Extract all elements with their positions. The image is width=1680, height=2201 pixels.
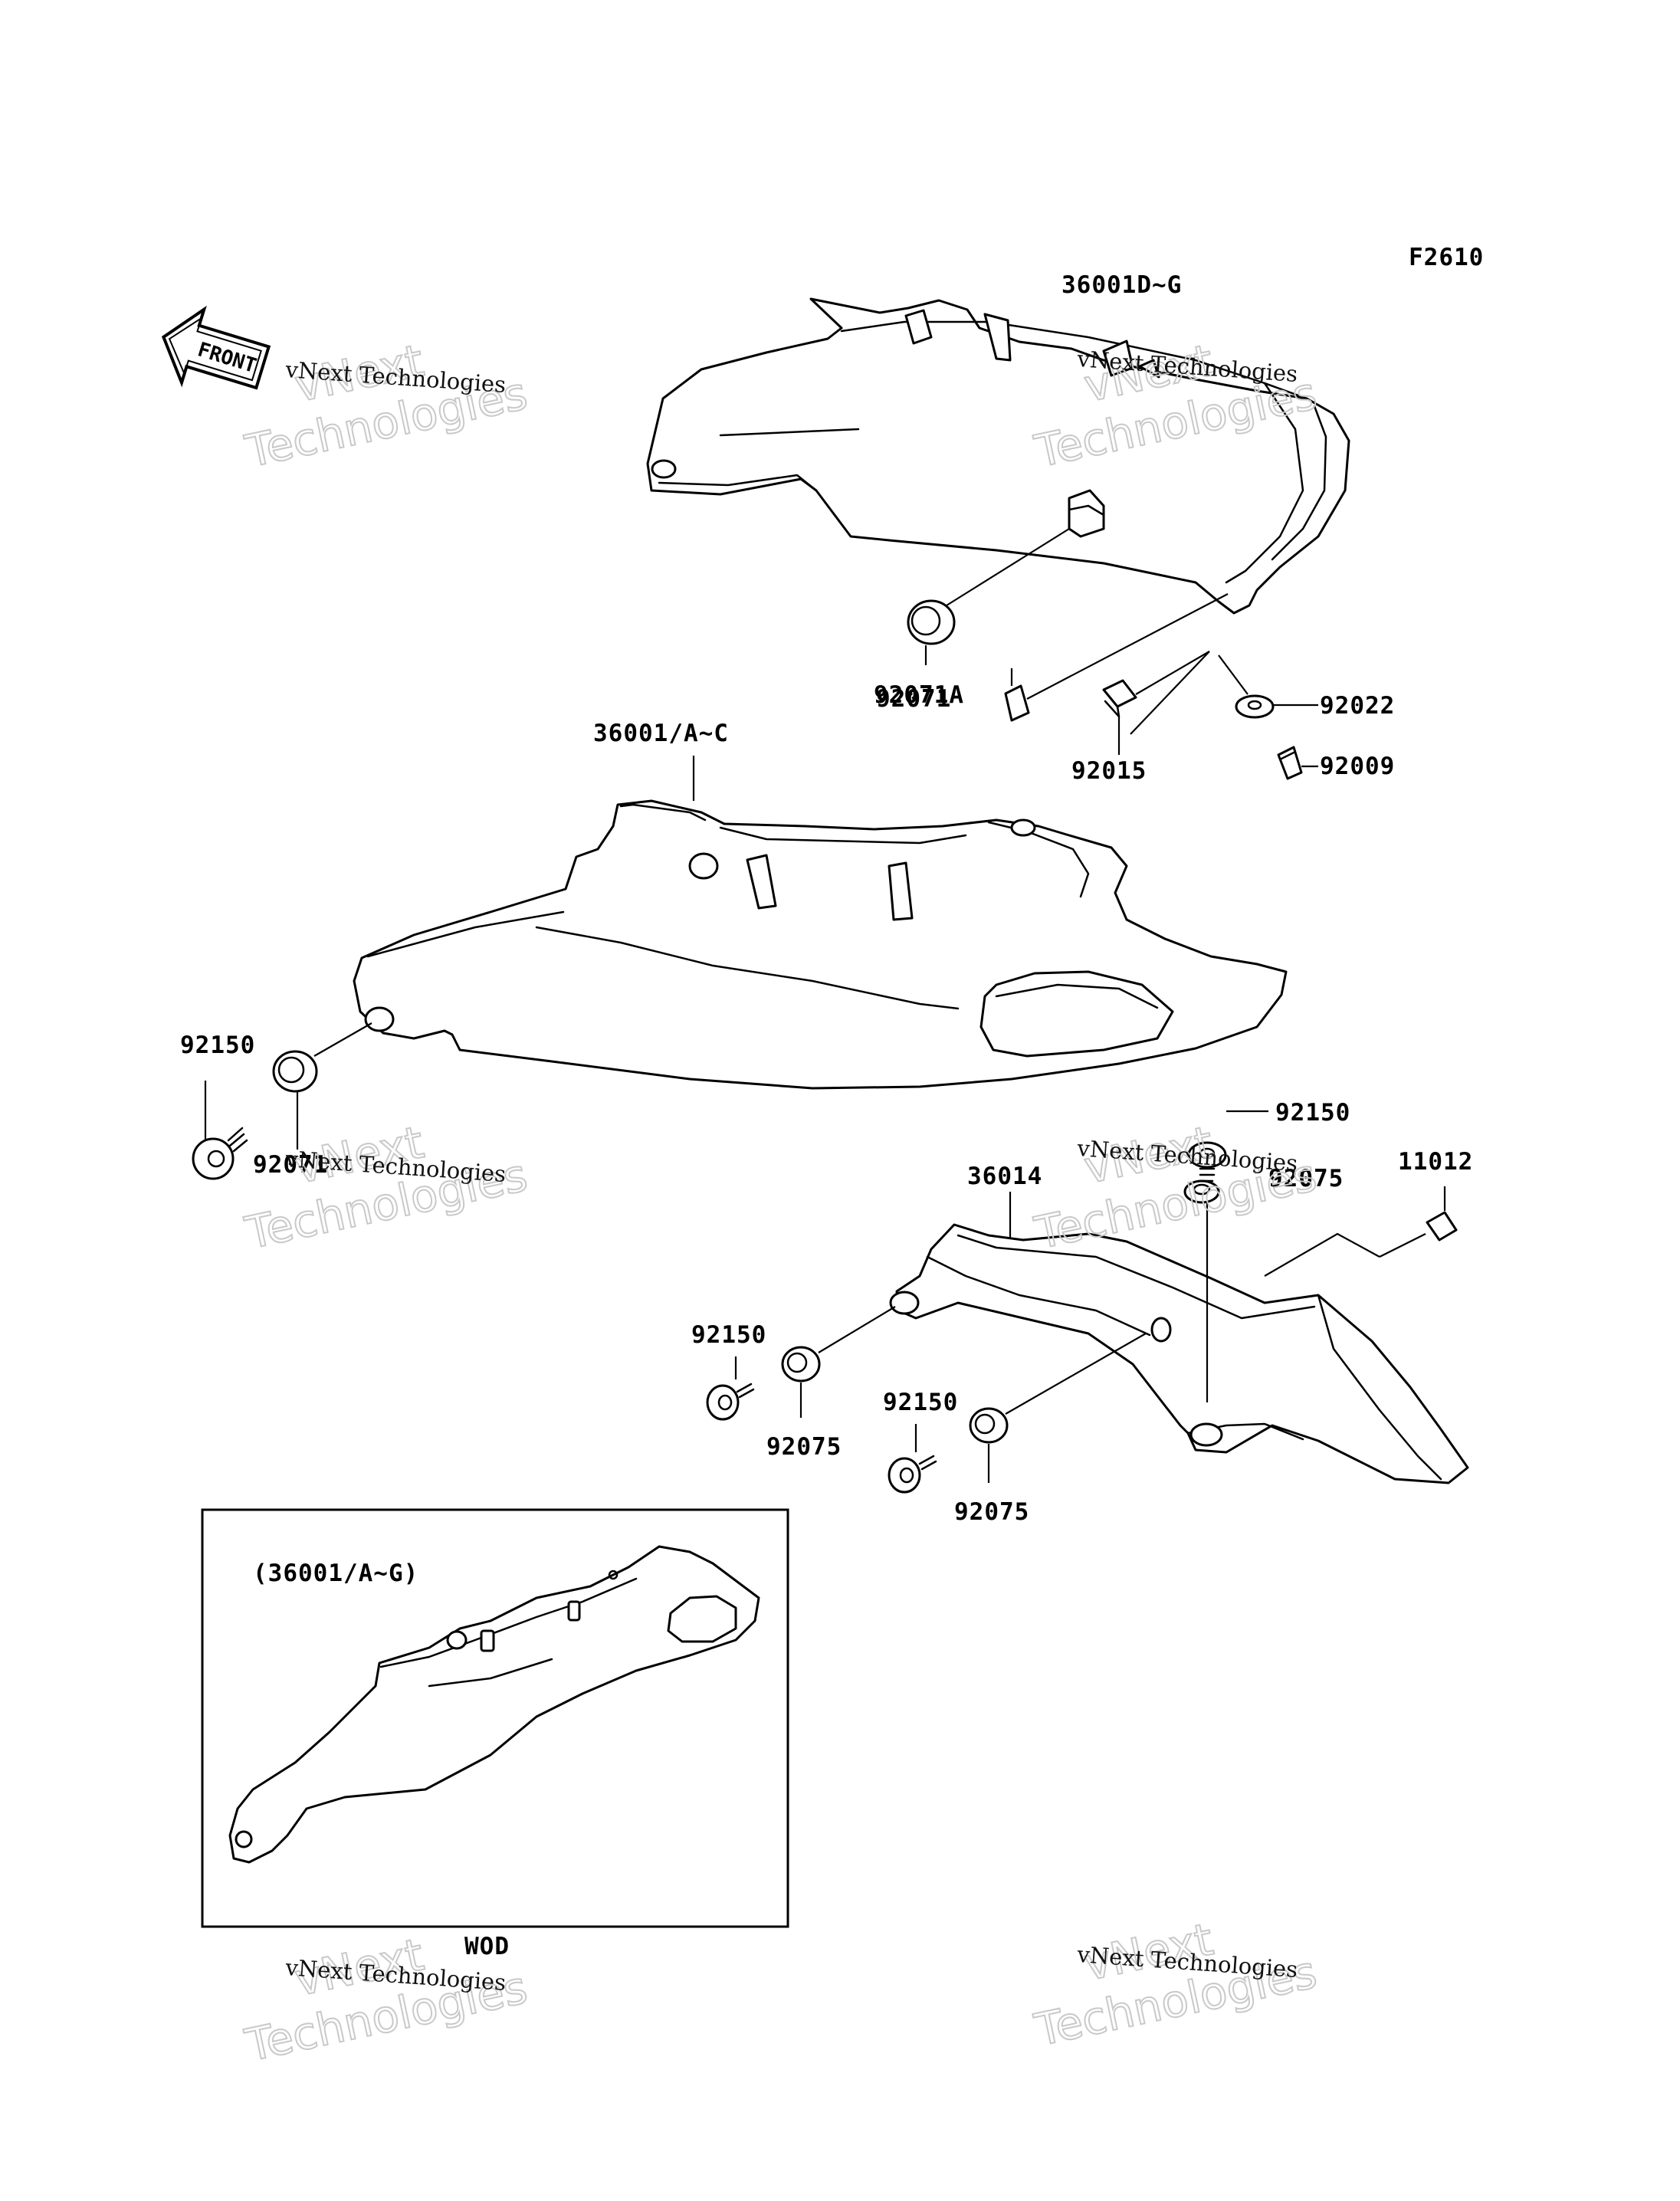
callout-92150-mid: 92150: [691, 1321, 766, 1349]
inset-box: [201, 1508, 789, 1928]
grommet-92071-left: [272, 1022, 372, 1150]
callout-92071-left: 92071: [253, 1151, 328, 1179]
callout-92015: 92015: [1071, 757, 1147, 785]
callout-92150-left: 92150: [180, 1032, 255, 1059]
grommet-92075-right-top: [1183, 1179, 1220, 1402]
callout-92075-mid: 92075: [766, 1433, 842, 1461]
clip-92071a: [1004, 593, 1229, 722]
main-side-cover: [353, 756, 1288, 1090]
figure-code: F2610: [1409, 244, 1484, 271]
bolt-92150-right-top: [1187, 1110, 1268, 1183]
callout-92150-low: 92150: [883, 1389, 958, 1416]
callout-92150-right-top: 92150: [1275, 1099, 1350, 1127]
collar-11012: [1264, 1186, 1458, 1277]
grommet-92075-low: [969, 1333, 1147, 1483]
upper-side-cover: [646, 297, 1350, 615]
washer-92022: [1218, 654, 1318, 719]
callout-92022: 92022: [1320, 692, 1395, 720]
callout-36001-a-c: 36001/A~C: [593, 720, 729, 747]
inset-caption: (36001/A~G): [253, 1560, 418, 1587]
callout-92071a: 92071A: [874, 681, 964, 709]
callout-36001d-g: 36001D~G: [1061, 271, 1182, 299]
front-arrow-icon: FRONT: [161, 305, 271, 390]
callout-92071-upper-visible: 92071: [876, 685, 951, 713]
bolt-92150-left: [192, 1081, 248, 1180]
nut-clip-92015: [1102, 651, 1210, 755]
grommet-92075-mid: [781, 1306, 896, 1418]
inset-footer: WOD: [464, 1933, 510, 1960]
callout-92075-right-top: 92075: [1268, 1165, 1344, 1192]
callout-92009: 92009: [1320, 753, 1395, 780]
bolt-92150-mid: [706, 1356, 755, 1421]
grommet-92071-upper: [907, 528, 1070, 665]
callout-11012: 11012: [1398, 1148, 1473, 1176]
chain-guard: [889, 1192, 1469, 1484]
bolt-92150-low: [888, 1424, 937, 1494]
callout-36014: 36014: [967, 1163, 1042, 1190]
callout-92075-low: 92075: [954, 1498, 1029, 1526]
bolt-92009: [1277, 746, 1318, 780]
